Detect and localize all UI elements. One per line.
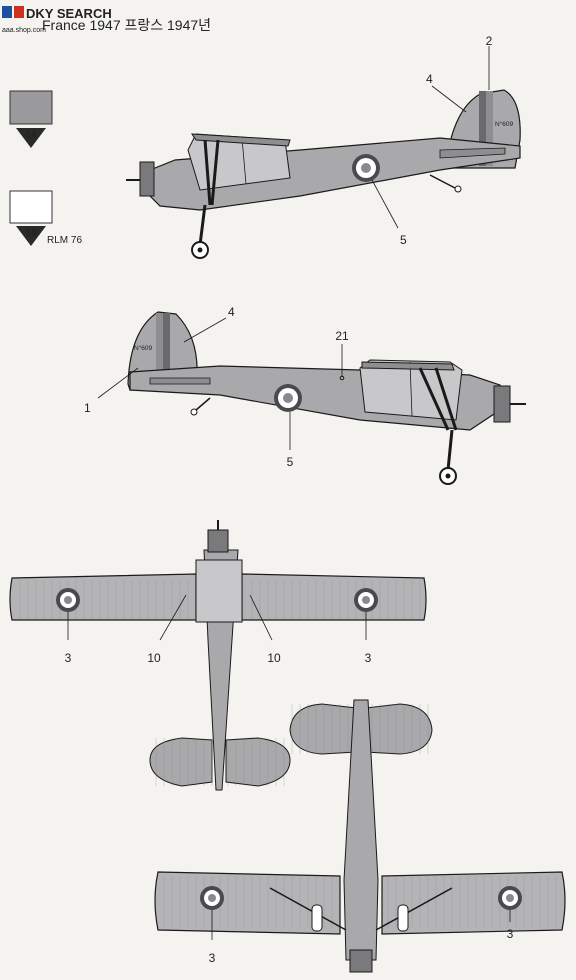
swatch-14-color — [9, 90, 53, 125]
tail-registration-2: N°609 — [134, 344, 153, 352]
tail-wheel-2 — [190, 408, 198, 416]
side-view-left-facing: N°609 2 4 5 — [126, 34, 521, 259]
side-view-right-facing: N°609 4 21 1 5 — [84, 305, 526, 485]
callout-5: 5 — [400, 233, 407, 247]
wing-edge-2 — [361, 361, 455, 371]
swatch-14: 14 — [9, 90, 53, 148]
main-gear-leg — [198, 204, 207, 246]
tail-registration: N°609 — [495, 120, 514, 128]
bottom-view: 3 3 — [154, 699, 566, 973]
swatch-10-label: RLM 76 — [47, 235, 82, 246]
callout-3-bottom-right: 3 — [507, 927, 514, 941]
page-title: France 1947 프랑스 1947년 — [42, 17, 211, 33]
wheel-left-bottom — [311, 904, 323, 932]
tail-wheel-strut-2 — [195, 397, 211, 411]
callout-21: 21 — [335, 329, 349, 343]
callout-10-left: 10 — [147, 651, 161, 665]
callout-10-right: 10 — [267, 651, 281, 665]
underside-strut-left — [269, 887, 347, 931]
top-view: 3 10 10 3 — [9, 520, 427, 791]
callout-1: 1 — [84, 401, 91, 415]
engine-bottom — [349, 949, 373, 973]
swatch-10-badge — [16, 226, 46, 246]
tail-stripe-mid — [486, 91, 493, 166]
tail-wheel-strut — [429, 174, 456, 189]
engine-top — [207, 529, 229, 553]
underside-strut-right — [375, 887, 453, 931]
tail-wheel — [454, 185, 462, 193]
callout-4: 4 — [426, 72, 433, 86]
swatch-10-code: 10 — [25, 228, 37, 239]
cockpit-top — [195, 559, 243, 623]
callout-4-b: 4 — [228, 305, 235, 319]
main-gear-leg-2 — [446, 429, 454, 471]
swatch-14-code: 14 — [25, 130, 37, 141]
callout-3-top-left: 3 — [65, 651, 72, 665]
horizontal-stabilizer — [439, 147, 506, 159]
callout-3-top-right: 3 — [365, 651, 372, 665]
watermark-brand: DKY SEARCH — [26, 6, 112, 21]
fuselage-bottom — [343, 699, 379, 961]
engine-cowl-2 — [493, 385, 511, 423]
swatch-10: 10 RLM 76 — [9, 190, 82, 246]
callout-2: 2 — [486, 34, 493, 48]
watermark-site: aaa.shop.com — [2, 27, 46, 34]
swatch-10-color — [9, 190, 53, 224]
callout-5-b: 5 — [287, 455, 294, 469]
wing-strut — [203, 139, 212, 206]
wing-edge — [191, 133, 291, 147]
fuel-cap — [339, 375, 345, 381]
horizontal-stabilizer-2 — [149, 377, 211, 385]
watermark-logo: DKY SEARCH aaa.shop.com — [2, 6, 112, 34]
callout-3-bottom-left: 3 — [209, 951, 216, 965]
wheel-right-bottom — [397, 904, 409, 932]
engine-cowl — [139, 161, 155, 197]
wing-strut-2 — [418, 367, 450, 431]
swatch-14-badge — [16, 128, 46, 148]
